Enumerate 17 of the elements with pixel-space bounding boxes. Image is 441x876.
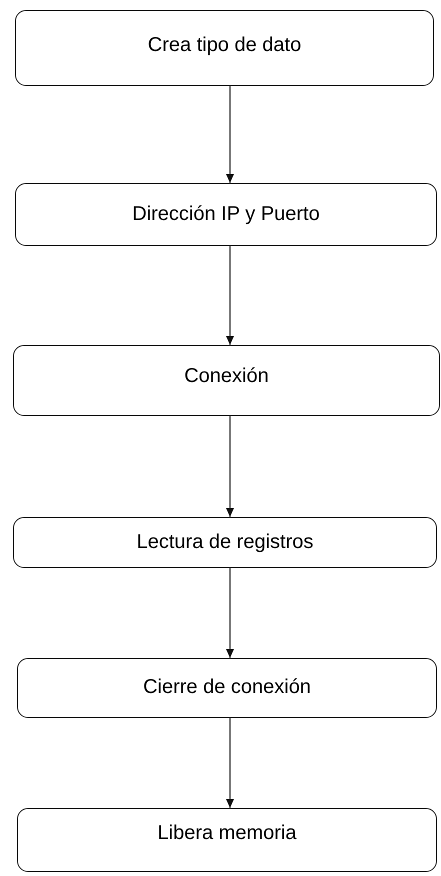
process-box xyxy=(13,345,440,416)
box-label: Cierre de conexión xyxy=(142,675,312,699)
box-label: Dirección IP y Puerto xyxy=(131,202,321,226)
arrow xyxy=(226,246,234,345)
arrow xyxy=(226,416,234,517)
process-box xyxy=(13,517,437,568)
process-box xyxy=(17,808,437,872)
arrow xyxy=(226,718,234,808)
process-box xyxy=(15,10,434,86)
arrow xyxy=(226,568,234,658)
arrow xyxy=(226,86,234,183)
box-label: Libera memoria xyxy=(156,821,298,845)
box-label: Conexión xyxy=(183,364,270,388)
box-label: Crea tipo de dato xyxy=(146,33,302,57)
box-label: Lectura de registros xyxy=(136,530,314,554)
process-box xyxy=(15,183,437,246)
process-box xyxy=(17,658,437,718)
